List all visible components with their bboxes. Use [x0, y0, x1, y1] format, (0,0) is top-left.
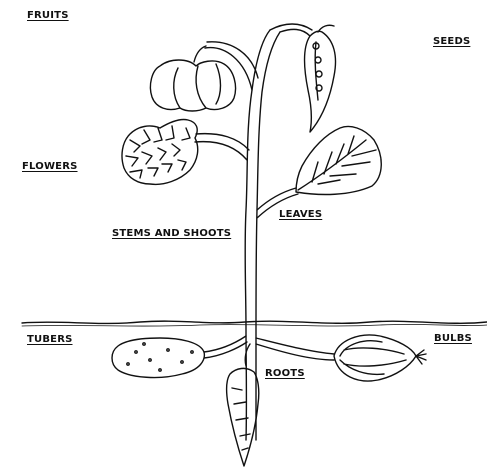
leaf	[296, 127, 381, 195]
label-seeds: SEEDS	[433, 36, 470, 48]
seed-branch	[270, 24, 312, 36]
label-fruits: FRUITS	[27, 10, 69, 22]
flower-branch	[195, 134, 249, 160]
fruit-branch	[205, 42, 258, 90]
label-flowers: FLOWERS	[22, 161, 78, 173]
label-bulbs: BULBS	[434, 333, 472, 345]
ground-line-lower	[22, 324, 487, 326]
label-tubers: TUBERS	[27, 334, 73, 346]
tuber	[112, 336, 247, 377]
artichoke-flower	[122, 119, 198, 184]
pepper-fruit	[150, 46, 235, 111]
label-roots: ROOTS	[265, 368, 305, 380]
label-stems-and-shoots: STEMS AND SHOOTS	[112, 228, 231, 240]
ground-line	[22, 321, 487, 323]
label-leaves: LEAVES	[279, 209, 322, 221]
seed-pod	[305, 25, 336, 132]
carrot-root	[227, 344, 259, 466]
